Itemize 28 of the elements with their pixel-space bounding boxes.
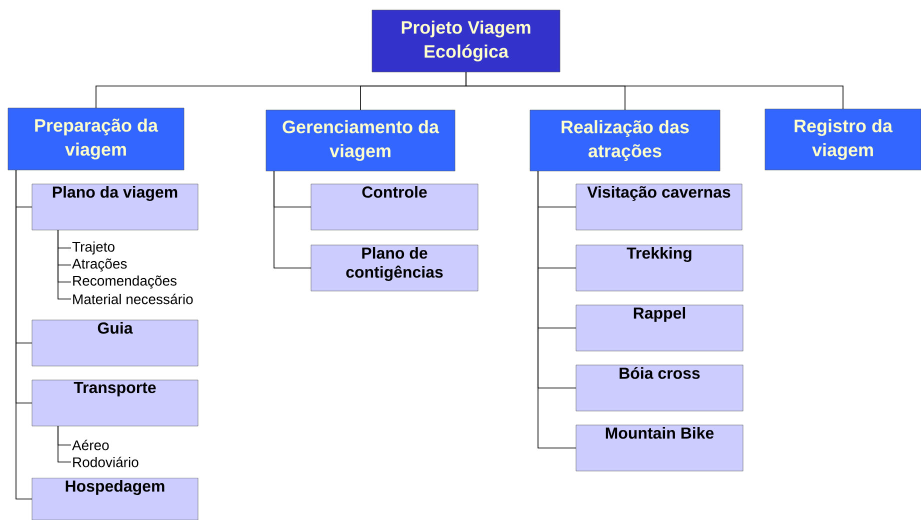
task-box: Hospedagem bbox=[32, 478, 198, 520]
item-text: Recomendações bbox=[73, 275, 177, 289]
connector-line bbox=[16, 170, 32, 500]
item-text: Trajeto bbox=[72, 241, 114, 255]
task-box: Trekking bbox=[576, 244, 744, 292]
connector-line bbox=[538, 170, 576, 448]
phase-box: Gerenciamento da viagem bbox=[266, 110, 456, 172]
phase-box: Registro da viagem bbox=[764, 108, 921, 170]
connector-line bbox=[274, 170, 312, 268]
connector-line bbox=[58, 230, 72, 300]
item-text: Material necessário bbox=[73, 294, 193, 304]
task-box: Transporte bbox=[32, 380, 198, 426]
phase-box: Realização das atrações bbox=[530, 110, 720, 172]
task-box: Mountain Bike bbox=[576, 424, 744, 472]
task-box: Plano de contigências bbox=[310, 244, 478, 292]
task-box: Rappel bbox=[576, 304, 744, 352]
task-box: Plano da viagem bbox=[32, 184, 198, 230]
item-text: Aéreo bbox=[72, 440, 109, 450]
connector-line bbox=[466, 72, 844, 110]
task-box: Controle bbox=[310, 184, 478, 230]
item-text: Rodoviário bbox=[73, 456, 138, 468]
phase-box: Preparação da viagem bbox=[8, 108, 184, 170]
project-box: Projeto Viagem Ecológica bbox=[372, 10, 560, 72]
task-box: Visitação cavernas bbox=[576, 184, 742, 230]
item-text: Atrações bbox=[72, 258, 127, 272]
connector-line bbox=[58, 426, 72, 462]
task-box: Bóia cross bbox=[576, 364, 744, 412]
task-box: Guia bbox=[32, 320, 198, 366]
